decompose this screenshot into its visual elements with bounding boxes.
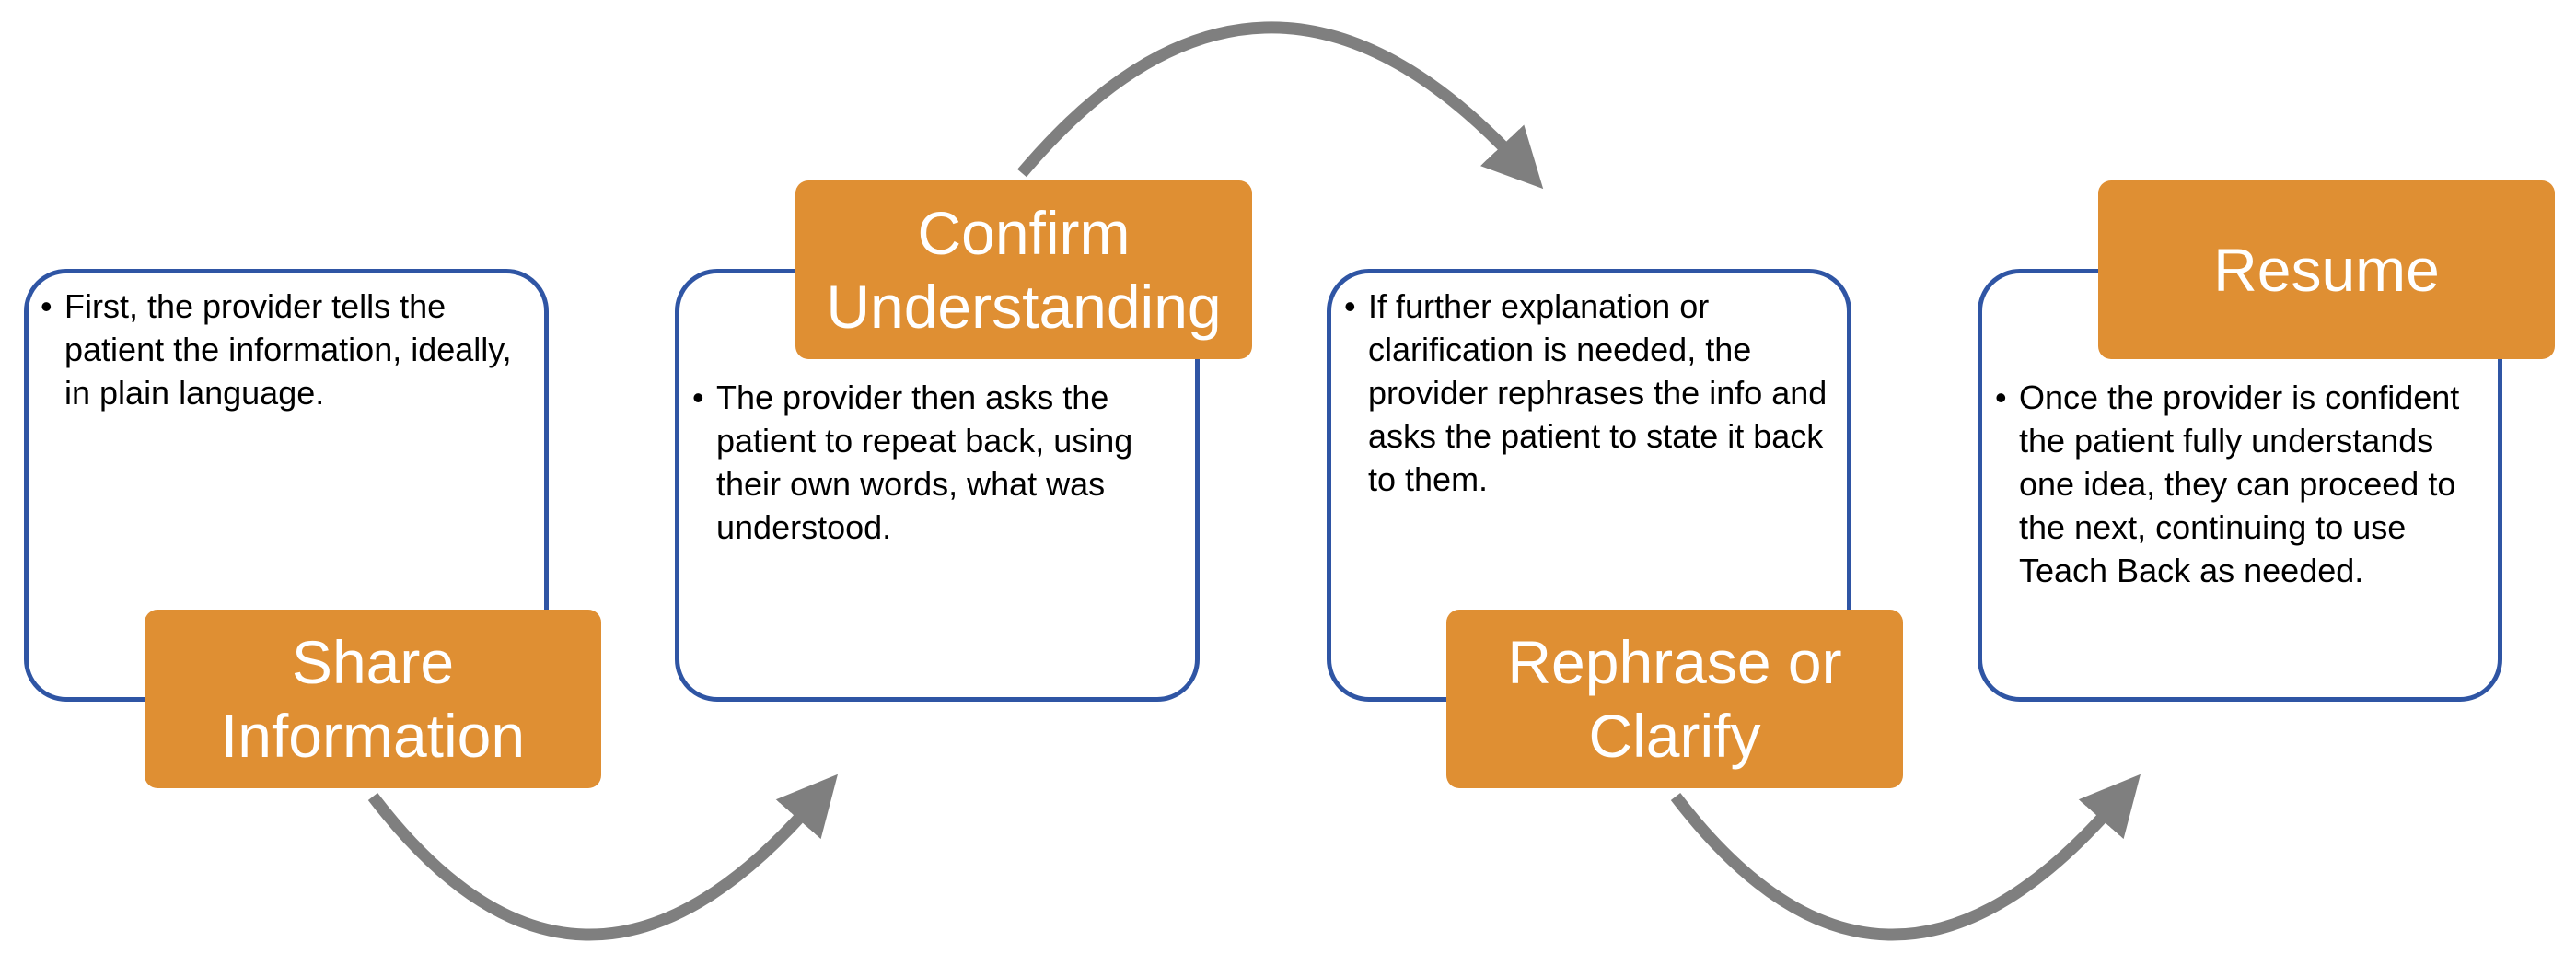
arrow-confirm-to-rephrase	[1017, 21, 1544, 190]
step-text-share-information: First, the provider tells the patient th…	[41, 285, 519, 414]
step-label-confirm-understanding: Confirm Understanding	[795, 180, 1252, 359]
step-text-resume: Once the provider is confident the patie…	[1995, 376, 2483, 592]
step-label-rephrase-or-clarify: Rephrase or Clarify	[1446, 610, 1903, 788]
step-label-resume: Resume	[2098, 180, 2555, 359]
step-text-rephrase-or-clarify: If further explanation or clarification …	[1344, 285, 1832, 501]
step-label-share-information: Share Information	[145, 610, 601, 788]
arrow-rephrase-to-resume	[1670, 774, 2141, 941]
arrow-share-to-confirm	[367, 774, 839, 941]
step-text-confirm-understanding: The provider then asks the patient to re…	[692, 376, 1180, 549]
